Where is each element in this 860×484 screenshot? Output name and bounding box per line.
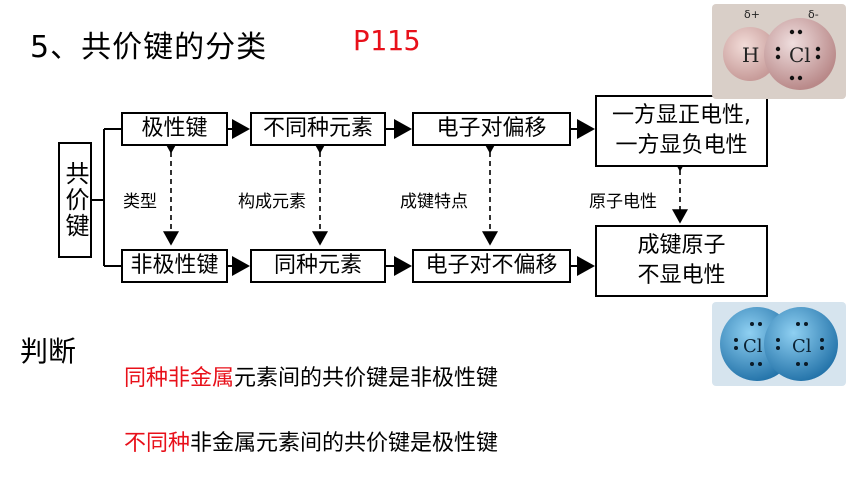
statement-1-highlight: 同种非金属: [124, 366, 235, 391]
page-reference: P115: [353, 24, 421, 57]
statement-2-highlight: 不同种: [124, 431, 191, 456]
same-elements-box: 同种元素: [250, 249, 386, 283]
charged-line-1: 一方显正电性,: [612, 103, 751, 128]
judge-heading: 判断: [20, 335, 77, 368]
judge-statement-1: 同种非金属元素间的共价键是非极性键: [124, 360, 498, 392]
electron-pair-no-shift-box: 电子对不偏移: [412, 249, 571, 283]
link-label-elements: 构成元素: [236, 187, 308, 212]
slide-title: 5、共价键的分类: [30, 30, 268, 65]
judge-statement-2: 不同种非金属元素间的共价键是极性键: [124, 425, 498, 457]
link-label-feature: 成键特点: [398, 187, 470, 212]
different-elements-box: 不同种元素: [250, 112, 386, 146]
neutral-atoms-box: 成键原子 不显电性: [595, 225, 768, 297]
neutral-line-1: 成键原子: [637, 233, 726, 258]
delta-plus-label: δ+: [744, 8, 760, 21]
hcl-cl-label: Cl: [789, 43, 811, 67]
charged-line-2: 一方显负电性: [615, 133, 748, 158]
cl2-left-label: Cl: [743, 336, 763, 357]
nonpolar-bond-box: 非极性键: [121, 249, 228, 283]
link-label-type: 类型: [121, 187, 159, 212]
cl2-right-label: Cl: [792, 336, 812, 357]
delta-minus-label: δ-: [808, 8, 819, 21]
statement-2-rest: 非金属元素间的共价键是极性键: [190, 431, 499, 456]
root-covalent-bond: 共价键: [58, 142, 92, 258]
neutral-line-2: 不显电性: [637, 263, 726, 288]
charged-atoms-box: 一方显正电性, 一方显负电性: [595, 95, 768, 167]
hcl-h-label: H: [742, 43, 759, 67]
link-label-charge: 原子电性: [587, 187, 659, 212]
polar-bond-box: 极性键: [121, 112, 228, 146]
statement-1-rest: 元素间的共价键是非极性键: [234, 366, 499, 391]
hcl-molecule-image: H Cl δ+ δ-: [712, 4, 846, 99]
cl2-molecule-image: Cl Cl: [712, 302, 846, 386]
electron-pair-shift-box: 电子对偏移: [412, 112, 571, 146]
